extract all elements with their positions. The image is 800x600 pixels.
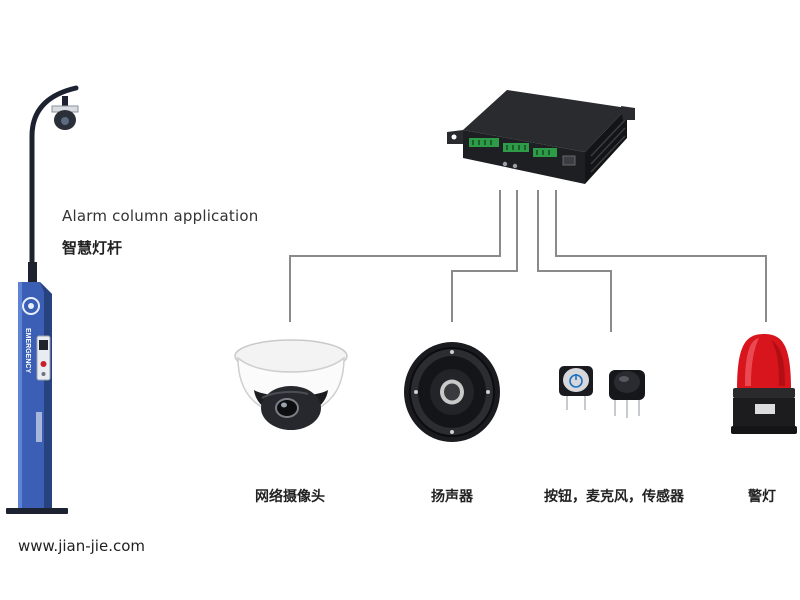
dome-camera-icon: [234, 339, 348, 430]
smart-pole-icon: EMERGENCY: [6, 85, 79, 514]
wire-to-speaker: [451, 190, 518, 322]
website-url: www.jian-jie.com: [18, 537, 146, 555]
device-label-beacon: 警灯: [748, 489, 776, 505]
controller-box-icon: [447, 90, 635, 184]
device-label-buttons: 按钮，麦克风，传感器: [544, 489, 684, 505]
pole-panel-text: EMERGENCY: [24, 328, 31, 373]
caption-english: Alarm column application: [62, 207, 259, 225]
caption-chinese: 智慧灯杆: [62, 239, 123, 257]
wire-to-buttons: [537, 190, 612, 332]
device-label-camera: 网络摄像头: [255, 489, 325, 505]
speaker-icon: [404, 342, 500, 442]
device-label-speaker: 扬声器: [431, 489, 473, 505]
push-button-icon: [559, 366, 645, 418]
warning-light-icon: [731, 334, 797, 434]
wire-to-camera: [289, 190, 501, 322]
wire-to-beacon: [555, 190, 767, 322]
